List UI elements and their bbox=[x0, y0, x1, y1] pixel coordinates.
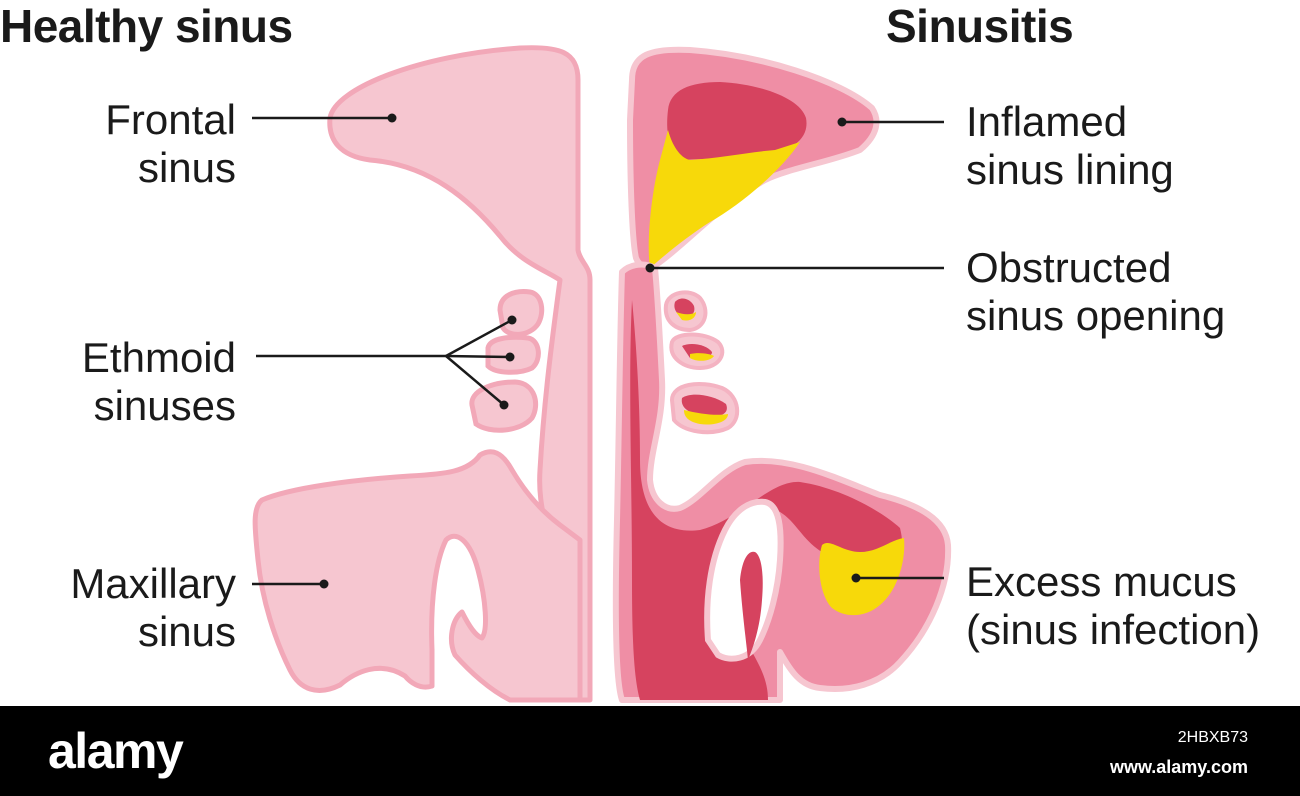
stock-footer-bar: alamy 2HBXB73 www.alamy.com bbox=[0, 706, 1300, 796]
healthy-frontal-sinus-shape bbox=[327, 45, 593, 703]
ethmoid-sinuses-label-line2: sinuses bbox=[93, 382, 236, 429]
frontal-sinus-label-line2: sinus bbox=[137, 144, 236, 191]
inflamed-label-line1: Inflamed bbox=[966, 98, 1128, 145]
ethmoid-sinuses-label-line1: Ethmoid bbox=[81, 334, 236, 381]
frontal-mucus bbox=[648, 130, 800, 268]
alamy-logo[interactable]: alamy bbox=[48, 723, 184, 779]
inflamed-sinus-lining-label: Inflamed sinus lining bbox=[966, 98, 1174, 194]
stock-image-id: 2HBXB73 bbox=[1177, 729, 1248, 746]
ethmoid-sinuses-label: Ethmoid sinuses bbox=[82, 334, 236, 430]
ethmoid-mucus-2 bbox=[690, 353, 714, 361]
frontal-pointer-dot bbox=[387, 113, 397, 123]
inflamed-frontal-core bbox=[667, 82, 807, 160]
mucus-pointer-dot bbox=[851, 573, 861, 583]
maxillary-mucus bbox=[819, 538, 905, 616]
maxillary-pointer-dot bbox=[319, 579, 329, 589]
obstructed-pointer-dot bbox=[645, 263, 655, 273]
ethmoid-pointer-branch-3 bbox=[445, 355, 505, 406]
ethmoid-pointer-branch-1 bbox=[445, 318, 513, 358]
frontal-sinus-label: Frontal sinus bbox=[105, 96, 236, 192]
sinusitis-anatomy bbox=[612, 46, 952, 703]
mucus-label-line1: Excess mucus bbox=[966, 558, 1237, 605]
ethmoid-mucus-3 bbox=[684, 410, 728, 425]
sinus-illustration bbox=[252, 45, 952, 703]
excess-mucus-label: Excess mucus (sinus infection) bbox=[966, 558, 1260, 654]
obstructed-sinus-opening-label: Obstructed sinus opening bbox=[966, 244, 1225, 340]
inflamed-pointer-dot bbox=[837, 117, 847, 127]
ethmoid-pointer-dot-3 bbox=[499, 400, 509, 410]
pointer-dots bbox=[319, 113, 861, 589]
obstructed-label-line1: Obstructed bbox=[966, 244, 1172, 291]
inner-turbinate bbox=[740, 551, 763, 660]
stock-site-url[interactable]: www.alamy.com bbox=[1109, 757, 1248, 777]
maxillary-sinus-label-line1: Maxillary bbox=[70, 560, 236, 607]
frontal-sinus-label-line1: Frontal bbox=[105, 96, 236, 143]
mucus-label-line2: (sinus infection) bbox=[966, 606, 1261, 653]
healthy-sinus-anatomy bbox=[252, 45, 593, 703]
obstructed-label-line2: sinus opening bbox=[966, 292, 1226, 339]
diagram-canvas: Healthy sinus Sinusitis bbox=[0, 0, 1261, 703]
ethmoid-inflamed-core-1 bbox=[674, 298, 695, 317]
ethmoid-pointer-dot-2 bbox=[505, 352, 515, 362]
healthy-sinus-title: Healthy sinus bbox=[0, 0, 293, 52]
ethmoid-pointer-branch-2 bbox=[445, 354, 511, 359]
ethmoid-inflamed-core-3 bbox=[681, 394, 727, 417]
maxillary-sinus-label: Maxillary sinus bbox=[70, 560, 236, 656]
healthy-maxillary-sinus-shape bbox=[252, 449, 583, 703]
pointer-lines bbox=[252, 116, 944, 586]
ethmoid-pointer-dot-1 bbox=[507, 315, 517, 325]
healthy-ethmoid-cell-1 bbox=[497, 289, 545, 337]
ethmoid-mucus-1 bbox=[676, 312, 696, 321]
maxillary-sinus-label-line2: sinus bbox=[137, 608, 236, 655]
inflamed-label-line2: sinus lining bbox=[966, 146, 1174, 193]
sinusitis-title: Sinusitis bbox=[886, 0, 1074, 52]
